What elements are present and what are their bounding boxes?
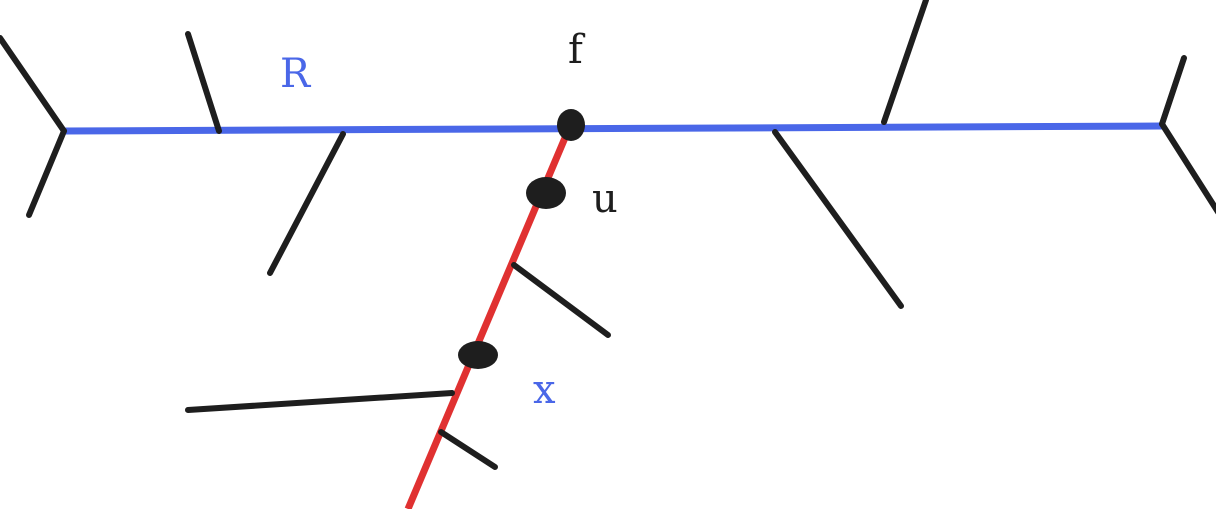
branch xyxy=(267,131,346,276)
branch xyxy=(185,31,222,134)
branch xyxy=(511,262,611,338)
label-x: x xyxy=(533,367,556,413)
node-f xyxy=(557,109,585,141)
blue-line-R xyxy=(60,122,1166,135)
branch xyxy=(185,390,455,413)
node-x xyxy=(458,341,498,369)
node-u xyxy=(526,177,566,209)
label-f: f xyxy=(568,27,586,73)
branch xyxy=(881,0,929,125)
branch xyxy=(26,128,67,218)
branch xyxy=(1159,55,1187,127)
branch xyxy=(0,35,67,134)
branch xyxy=(438,429,498,470)
branch xyxy=(772,129,904,309)
label-u: u xyxy=(592,176,618,222)
branch xyxy=(1159,121,1216,215)
label-R: R xyxy=(280,51,312,97)
black-branches xyxy=(0,0,1216,470)
